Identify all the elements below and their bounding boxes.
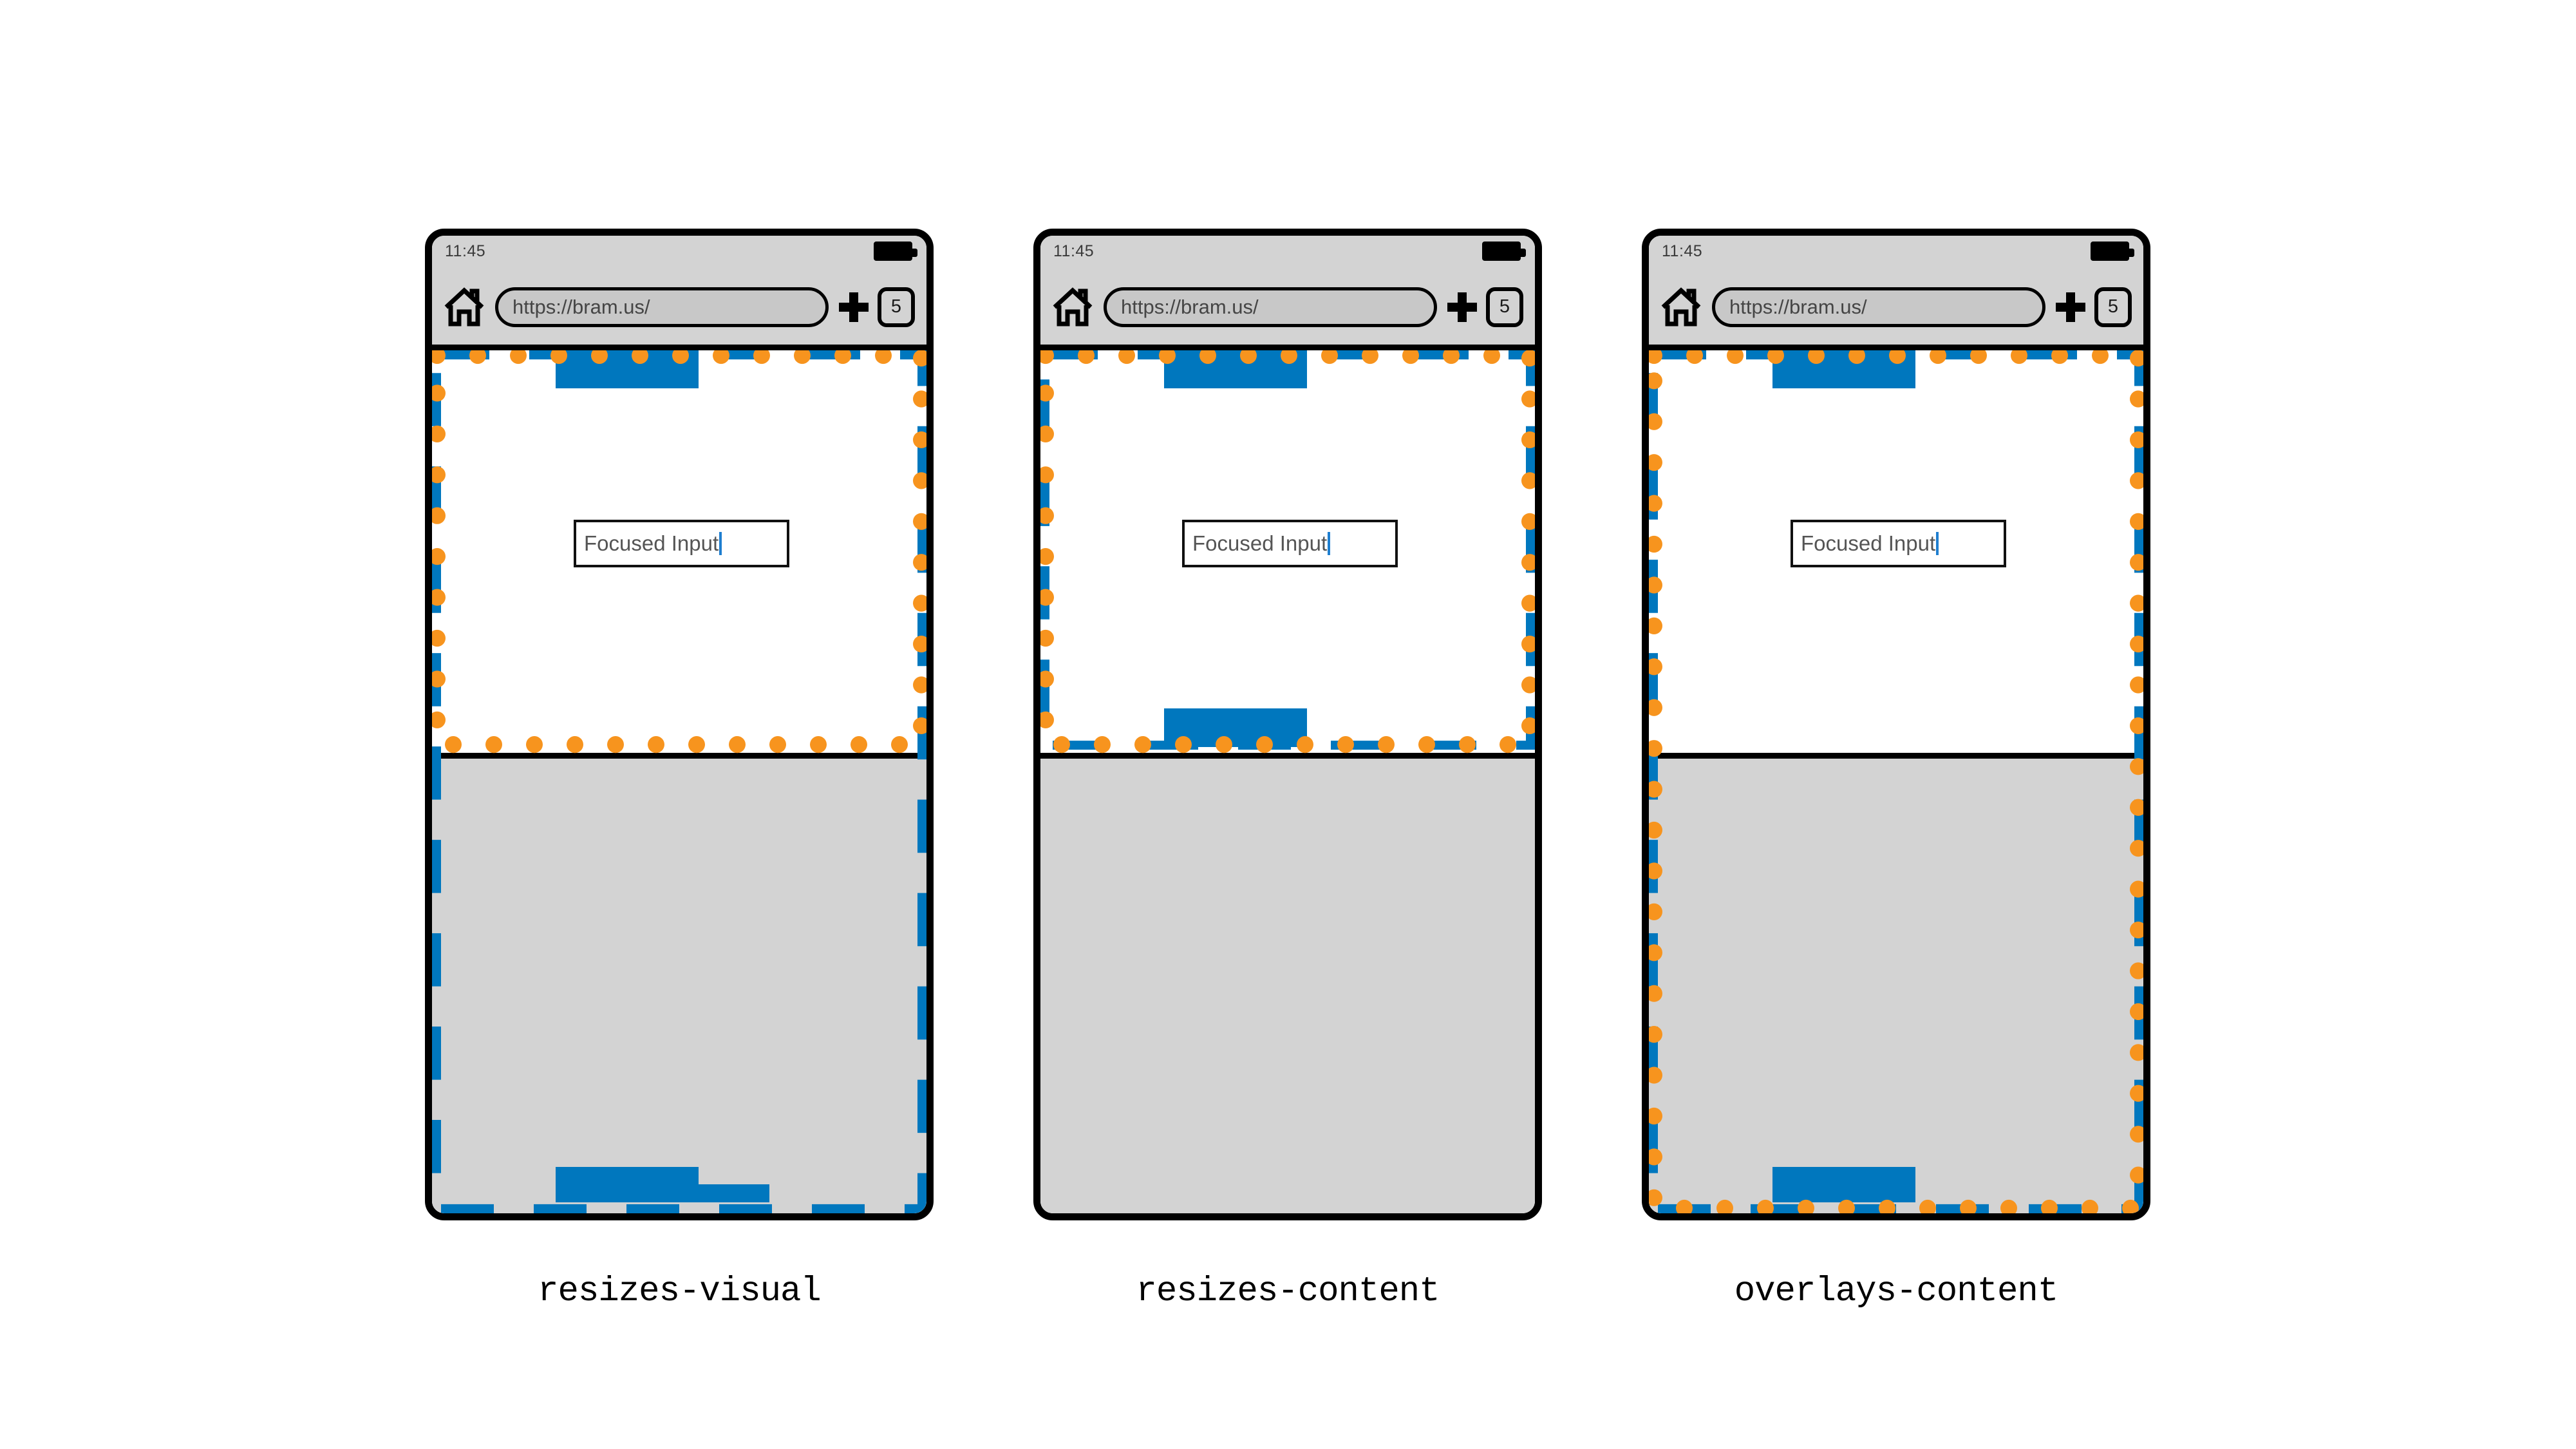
- focused-input[interactable]: Focused Input: [1791, 520, 2006, 567]
- status-clock: 11:45: [1053, 242, 1095, 260]
- status-clock: 11:45: [1662, 242, 1703, 260]
- tab-count-button[interactable]: 5: [2094, 287, 2132, 327]
- tab-count-button[interactable]: 5: [1486, 287, 1523, 327]
- tab-count-button[interactable]: 5: [878, 287, 915, 327]
- browser-chrome: 11:45 https://bram.us/ 5: [432, 236, 926, 350]
- plus-icon[interactable]: [839, 292, 869, 322]
- layout-viewport-marker-top: [1772, 350, 1915, 388]
- status-bar: 11:45: [1040, 236, 1535, 269]
- url-text: https://bram.us/: [1121, 295, 1259, 318]
- layout-viewport-marker-top: [1164, 350, 1307, 388]
- plus-icon[interactable]: [2056, 292, 2085, 322]
- battery-full-icon: [2091, 242, 2134, 261]
- caption-resizes-content: resizes-content: [1136, 1272, 1440, 1311]
- focused-input[interactable]: Focused Input: [1182, 520, 1398, 567]
- phone-screen: Focused Input: [432, 350, 926, 1213]
- phone-frame: 11:45 https://bram.us/ 5: [1033, 229, 1542, 1220]
- layout-viewport-marker-top: [556, 350, 699, 388]
- battery-full-icon: [1482, 242, 1526, 261]
- layout-viewport-marker-bottom: [1164, 708, 1307, 747]
- layout-viewport-marker-bottom: [1772, 1167, 1915, 1202]
- home-icon[interactable]: [1660, 287, 1702, 327]
- browser-toolbar: https://bram.us/ 5: [1649, 269, 2143, 345]
- tab-count-label: 5: [2107, 296, 2119, 317]
- home-icon[interactable]: [444, 287, 485, 327]
- url-bar[interactable]: https://bram.us/: [1104, 287, 1437, 327]
- text-caret: [1936, 532, 1939, 555]
- browser-toolbar: https://bram.us/ 5: [432, 269, 926, 345]
- text-caret: [719, 532, 722, 555]
- virtual-keyboard[interactable]: [1040, 753, 1535, 1213]
- status-bar: 11:45: [1649, 236, 2143, 269]
- layout-viewport-marker-bottom: [556, 1167, 699, 1202]
- home-icon[interactable]: [1052, 287, 1093, 327]
- text-caret: [1328, 532, 1331, 555]
- tab-count-label: 5: [890, 296, 902, 317]
- url-text: https://bram.us/: [1729, 295, 1867, 318]
- battery-full-icon: [874, 242, 917, 261]
- phone-resizes-content: 11:45 https://bram.us/ 5: [1033, 229, 1542, 1220]
- url-bar[interactable]: https://bram.us/: [1712, 287, 2045, 327]
- url-bar[interactable]: https://bram.us/: [495, 287, 829, 327]
- focused-input-value: Focused Input: [1192, 531, 1328, 555]
- phone-frame: 11:45 https://bram.us/ 5: [425, 229, 934, 1220]
- url-text: https://bram.us/: [512, 295, 650, 318]
- caption-resizes-visual: resizes-visual: [538, 1272, 822, 1311]
- focused-input-value: Focused Input: [584, 531, 719, 555]
- focused-input[interactable]: Focused Input: [574, 520, 789, 567]
- phone-screen: Focused Input: [1649, 350, 2143, 1213]
- layout-viewport-marker-bottom2: [699, 1184, 769, 1202]
- caption-overlays-content: overlays-content: [1734, 1272, 2058, 1311]
- tab-count-label: 5: [1499, 296, 1510, 317]
- plus-icon[interactable]: [1447, 292, 1477, 322]
- virtual-keyboard[interactable]: [1649, 753, 2143, 1213]
- browser-chrome: 11:45 https://bram.us/ 5: [1040, 236, 1535, 350]
- focused-input-value: Focused Input: [1801, 531, 1936, 555]
- status-bar: 11:45: [432, 236, 926, 269]
- browser-chrome: 11:45 https://bram.us/ 5: [1649, 236, 2143, 350]
- phone-screen: Focused Input: [1040, 350, 1535, 1213]
- phone-frame: 11:45 https://bram.us/ 5: [1642, 229, 2150, 1220]
- status-clock: 11:45: [445, 242, 486, 260]
- virtual-keyboard[interactable]: [432, 753, 926, 1213]
- browser-toolbar: https://bram.us/ 5: [1040, 269, 1535, 345]
- phone-resizes-visual: 11:45 https://bram.us/ 5: [425, 229, 934, 1220]
- phone-overlays-content: 11:45 https://bram.us/ 5: [1642, 229, 2150, 1220]
